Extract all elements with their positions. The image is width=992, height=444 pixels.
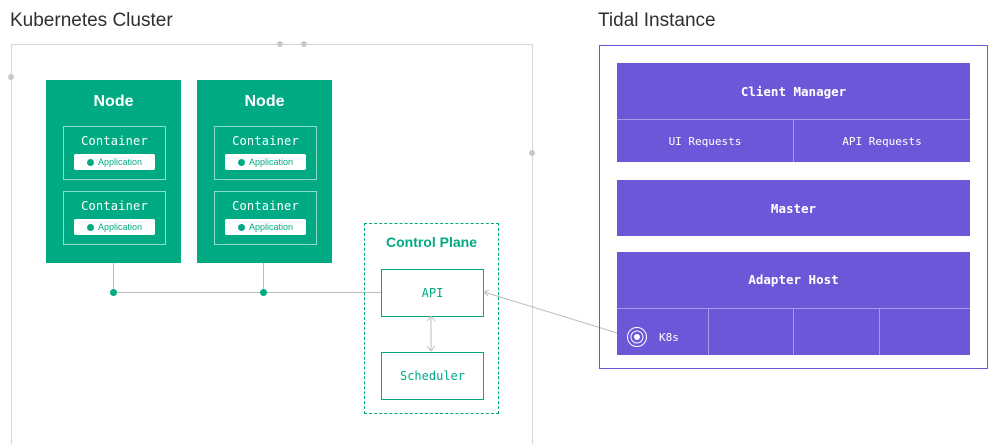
status-dot-icon	[237, 158, 245, 166]
application-badge: Application	[225, 219, 306, 235]
resize-handle[interactable]	[277, 41, 283, 47]
container-label: Container	[232, 134, 299, 148]
divider	[793, 308, 794, 355]
container-1: Container Application	[63, 126, 166, 180]
divider	[708, 308, 709, 355]
resize-handle[interactable]	[301, 41, 307, 47]
application-badge: Application	[74, 154, 155, 170]
junction-dot-icon	[110, 289, 117, 296]
application-label: Application	[248, 157, 294, 167]
scheduler-box[interactable]: Scheduler	[381, 352, 484, 400]
arrowhead-icon	[426, 315, 436, 322]
api-k8s-arrow	[483, 291, 628, 337]
junction-dot-icon	[260, 289, 267, 296]
container-label: Container	[81, 134, 148, 148]
kubernetes-cluster-title: Kubernetes Cluster	[10, 10, 173, 31]
divider	[879, 308, 880, 355]
client-manager-title: Client Manager	[740, 84, 847, 99]
master-title: Master	[770, 201, 817, 216]
node-2-connector	[263, 263, 264, 293]
application-badge: Application	[225, 154, 306, 170]
application-label: Application	[248, 222, 294, 232]
container-label: Container	[81, 199, 148, 213]
node-1-connector	[113, 263, 114, 293]
node-title: Node	[93, 93, 134, 110]
adapter-host-title: Adapter Host	[748, 272, 839, 287]
tidal-instance-frame	[599, 45, 988, 369]
container-label: Container	[232, 199, 299, 213]
container-2: Container Application	[63, 191, 166, 245]
container-1: Container Application	[214, 126, 317, 180]
ui-requests-cell: UI Requests	[668, 134, 742, 148]
api-box[interactable]: API	[381, 269, 484, 317]
application-label: Application	[97, 222, 143, 232]
resize-handle[interactable]	[529, 150, 535, 156]
divider	[793, 119, 794, 162]
adapter-host: Adapter Host K8s	[617, 252, 970, 355]
arrowhead-icon	[483, 289, 490, 297]
k8s-label: K8s	[659, 331, 679, 344]
node-title: Node	[244, 93, 285, 110]
status-dot-icon	[86, 223, 94, 231]
control-plane: Control Plane	[364, 223, 499, 414]
container-2: Container Application	[214, 191, 317, 245]
master: Master	[617, 180, 970, 236]
resize-handle[interactable]	[8, 74, 14, 80]
node-2: Node Container Application Container App…	[197, 80, 332, 263]
tidal-instance-title: Tidal Instance	[598, 10, 716, 31]
node-1: Node Container Application Container App…	[46, 80, 181, 263]
application-label: Application	[97, 157, 143, 167]
client-manager: Client Manager UI Requests API Requests	[617, 63, 970, 162]
kubernetes-cluster-frame	[11, 44, 533, 444]
status-dot-icon	[237, 223, 245, 231]
application-badge: Application	[74, 219, 155, 235]
k8s-target-icon	[627, 327, 647, 347]
status-dot-icon	[86, 158, 94, 166]
bus-connector	[113, 292, 381, 293]
api-requests-cell: API Requests	[842, 134, 922, 148]
control-plane-title: Control Plane	[385, 234, 477, 250]
arrowhead-icon	[426, 345, 436, 352]
